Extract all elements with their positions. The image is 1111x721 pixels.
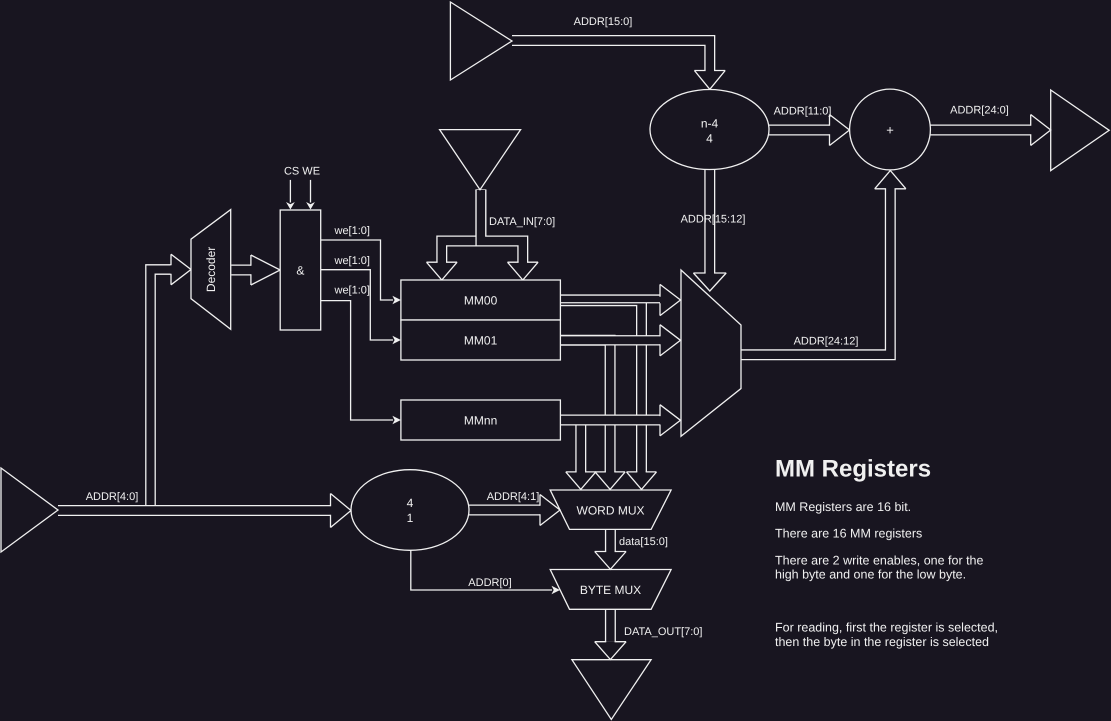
svg-text:MM Registers: MM Registers — [775, 456, 931, 483]
svg-text:There are 2 write enables, one: There are 2 write enables, one for the — [775, 553, 984, 567]
svg-text:DATA_OUT[7:0]: DATA_OUT[7:0] — [624, 626, 702, 638]
svg-text:4: 4 — [706, 131, 713, 145]
svg-text:MM00: MM00 — [464, 293, 498, 307]
svg-text:ADDR[4:0]: ADDR[4:0] — [86, 491, 139, 503]
svg-text:&: & — [296, 263, 304, 277]
svg-text:ADDR[15:12]: ADDR[15:12] — [681, 214, 746, 226]
svg-text:we[1:0]: we[1:0] — [334, 284, 370, 296]
svg-text:data[15:0]: data[15:0] — [619, 536, 668, 548]
svg-text:WORD MUX: WORD MUX — [577, 503, 645, 517]
svg-text:MM01: MM01 — [464, 333, 498, 347]
svg-text:4: 4 — [407, 496, 414, 510]
svg-text:For reading, first the registe: For reading, first the register is selec… — [775, 621, 998, 635]
svg-text:+: + — [886, 122, 894, 137]
svg-text:then the byte in the register: then the byte in the register is selecte… — [775, 635, 989, 649]
svg-text:ADDR[15:0]: ADDR[15:0] — [574, 16, 633, 28]
svg-text:There are 16 MM registers: There are 16 MM registers — [775, 527, 922, 541]
svg-text:we[1:0]: we[1:0] — [334, 255, 370, 267]
svg-text:high byte and one for the low: high byte and one for the low byte. — [775, 567, 966, 581]
svg-text:ADDR[0]: ADDR[0] — [468, 577, 511, 589]
svg-text:1: 1 — [407, 511, 414, 525]
svg-text:MMnn: MMnn — [464, 413, 497, 427]
svg-text:ADDR[11:0]: ADDR[11:0] — [774, 106, 832, 118]
svg-text:ADDR[24:0]: ADDR[24:0] — [950, 105, 1009, 117]
svg-text:we[1:0]: we[1:0] — [334, 225, 370, 237]
svg-text:MM Registers are 16 bit.: MM Registers are 16 bit. — [775, 500, 911, 514]
svg-text:BYTE MUX: BYTE MUX — [580, 583, 641, 597]
svg-text:ADDR[4:1]: ADDR[4:1] — [487, 491, 540, 503]
svg-text:n-4: n-4 — [701, 116, 719, 130]
svg-text:Decoder: Decoder — [204, 247, 218, 292]
svg-text:ADDR[24:12]: ADDR[24:12] — [794, 336, 859, 348]
svg-text:DATA_IN[7:0]: DATA_IN[7:0] — [489, 216, 555, 228]
svg-text:CS WE: CS WE — [284, 166, 320, 178]
